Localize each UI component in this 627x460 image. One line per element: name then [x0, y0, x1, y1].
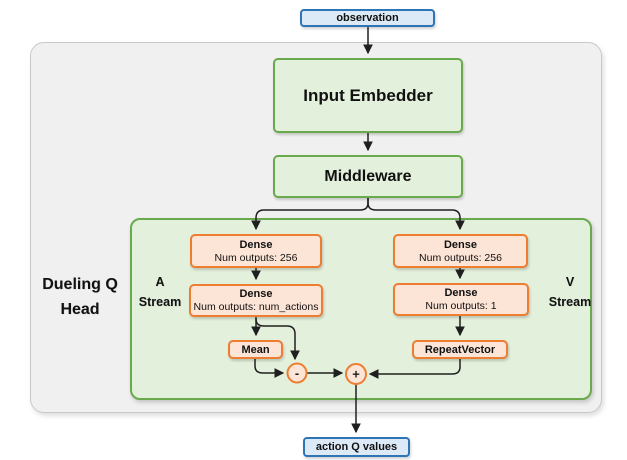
dense-a1-title: Dense [239, 238, 273, 251]
dueling-q-head-title: Dueling Q Head [28, 272, 132, 322]
action-q-values-label: action Q values [315, 441, 398, 453]
a-stream-label-line2: Stream [138, 295, 182, 309]
dense-v2-node: Dense Num outputs: 1 [393, 283, 529, 316]
v-stream-label-line1: V [565, 275, 575, 289]
dense-a2-subtitle: Num outputs: num_actions [193, 301, 319, 313]
v-stream-label: V Stream [543, 272, 597, 312]
action-q-values-node: action Q values [303, 437, 410, 457]
v-stream-label-line2: Stream [548, 295, 592, 309]
observation-node: observation [300, 9, 435, 27]
dense-v2-title: Dense [444, 287, 478, 299]
repeat-vector-label: RepeatVector [424, 343, 496, 356]
dense-v2-subtitle: Num outputs: 1 [425, 300, 497, 312]
input-embedder-node: Input Embedder [273, 58, 463, 133]
observation-label: observation [336, 12, 399, 24]
dense-v1-node: Dense Num outputs: 256 [393, 234, 528, 268]
mean-label: Mean [241, 343, 270, 356]
repeat-vector-node: RepeatVector [412, 340, 508, 359]
dense-a2-title: Dense [239, 288, 273, 300]
dense-a1-subtitle: Num outputs: 256 [214, 251, 298, 264]
a-stream-label-line1: A [155, 275, 165, 289]
dense-a2-node: Dense Num outputs: num_actions [189, 284, 323, 317]
middleware-node: Middleware [273, 155, 463, 198]
input-embedder-label: Input Embedder [303, 85, 433, 105]
middleware-label: Middleware [324, 167, 412, 185]
dense-v1-title: Dense [443, 238, 478, 251]
a-stream-label: A Stream [133, 272, 187, 312]
dense-a1-node: Dense Num outputs: 256 [190, 234, 322, 268]
dueling-q-head-title-line2: Head [60, 301, 100, 318]
dueling-q-head-title-line1: Dueling Q [42, 276, 118, 293]
mean-node: Mean [228, 340, 283, 359]
dense-v1-subtitle: Num outputs: 256 [419, 251, 502, 264]
